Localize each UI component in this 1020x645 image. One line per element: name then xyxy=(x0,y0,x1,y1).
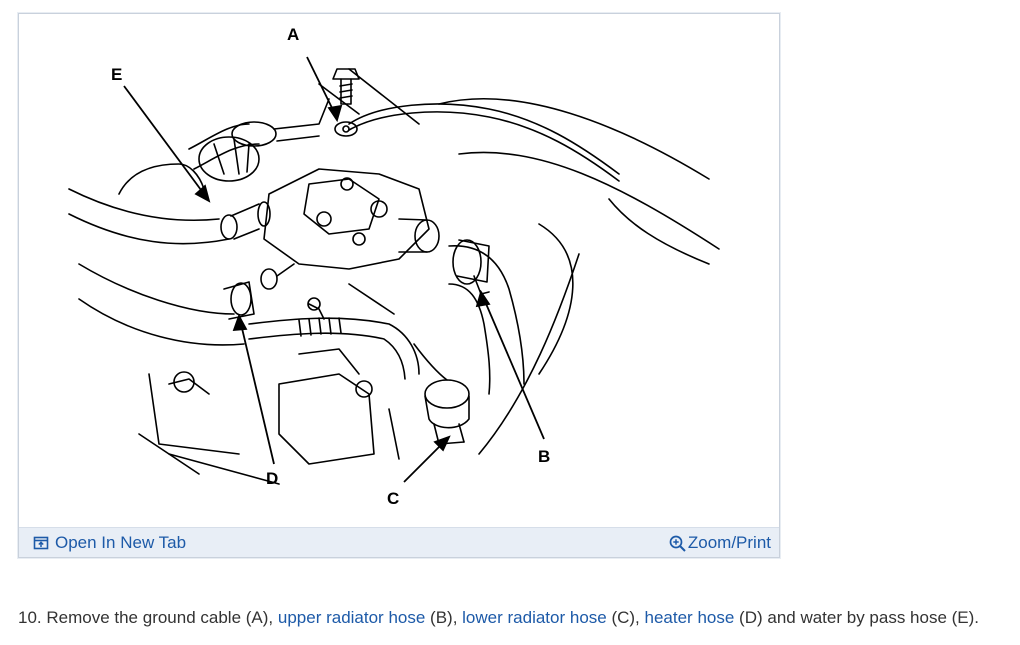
diagram-figure: A B C D E Open In New Tab xyxy=(18,13,780,558)
engine-line-drawing: A B C D E xyxy=(19,14,779,527)
step-text-c: (C), xyxy=(606,608,645,627)
step-text-intro: 10. Remove the ground cable (A), xyxy=(18,608,278,627)
callout-a: A xyxy=(287,25,299,44)
zoom-print-link[interactable]: Zoom/Print xyxy=(669,533,771,553)
open-in-new-tab-label: Open In New Tab xyxy=(55,533,187,552)
callout-b: B xyxy=(538,447,550,466)
open-new-tab-icon xyxy=(33,535,49,551)
figure-toolbar: Open In New Tab Zoom/Print xyxy=(19,527,779,557)
open-in-new-tab-link[interactable]: Open In New Tab xyxy=(33,533,186,553)
repair-step-text: 10. Remove the ground cable (A), upper r… xyxy=(18,608,979,628)
callout-d: D xyxy=(266,469,278,488)
step-text-d: (D) and water by pass hose (E). xyxy=(734,608,980,627)
lower-radiator-hose-link[interactable]: lower radiator hose xyxy=(462,608,607,627)
heater-hose-link[interactable]: heater hose xyxy=(644,608,735,627)
callout-c: C xyxy=(387,489,399,508)
zoom-print-label: Zoom/Print xyxy=(687,533,771,552)
step-text-b: (B), xyxy=(425,608,463,627)
upper-radiator-hose-link[interactable]: upper radiator hose xyxy=(277,608,426,627)
magnifier-plus-icon xyxy=(669,535,686,552)
callout-e: E xyxy=(111,65,122,84)
